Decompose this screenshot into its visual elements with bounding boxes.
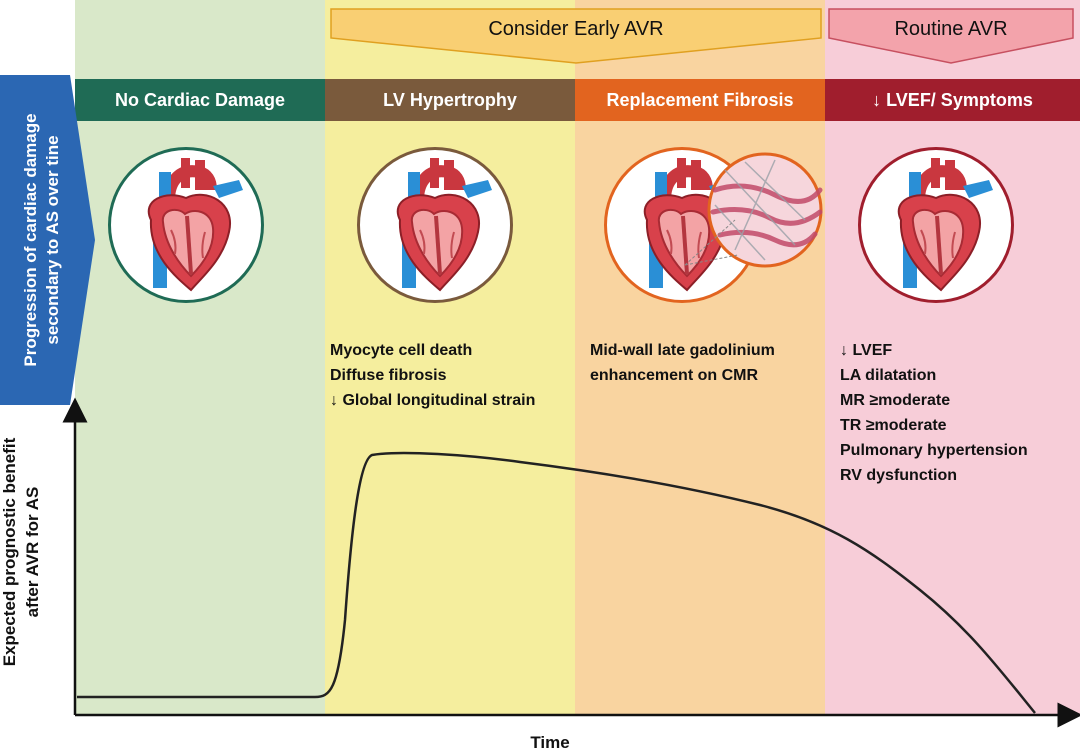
fibrosis-magnified-inset [707,152,823,268]
y-axis-label: Expected prognostic benefit after AVR fo… [0,387,46,717]
stage-label-replacement-fibrosis: Replacement Fibrosis [575,79,825,121]
note-item: Pulmonary hypertension [840,442,1028,459]
stage-label-lv-hypertrophy: LV Hypertrophy [325,79,575,121]
stage-label-no-damage: No Cardiac Damage [75,79,325,121]
y-axis-label-line1: Expected prognostic benefit [0,437,19,667]
heart-hypertrophy-image [357,147,513,303]
note-item: MR ≥moderate [840,392,951,409]
note-item: ↓ Global longitudinal strain [330,392,536,409]
note-item: LA dilatation [840,367,937,384]
consider-early-avr-label: Consider Early AVR [488,18,664,40]
note-item: Mid-wall late gadolinium [590,342,775,359]
note-item: enhancement on CMR [590,367,759,384]
heart-fibrosis-image [604,147,760,303]
banner-arrow-shape [828,8,1074,64]
x-axis-label: Time [530,733,570,752]
replacement-fibrosis-notes: Mid-wall late gadolinium enhancement on … [590,338,775,388]
progression-label-line1: Progression of cardiac damage [21,113,40,367]
note-item: RV dysfunction [840,467,958,484]
heart-dysfunction-image [858,147,1014,303]
progression-label-line2: secondary to AS over tine [43,135,62,345]
y-axis-label-line2: after AVR for AS [23,486,42,618]
lv-hypertrophy-notes: Myocyte cell death Diffuse fibrosis ↓ Gl… [330,338,535,413]
note-item: Diffuse fibrosis [330,367,447,384]
lvef-symptoms-notes: ↓ LVEF LA dilatation MR ≥moderate TR ≥mo… [840,338,1028,488]
heart-normal-image [108,147,264,303]
inset-connector-lines [684,219,739,266]
note-item: ↓ LVEF [840,342,893,359]
progression-label: Progression of cardiac damage secondary … [20,75,64,405]
banner-arrow-shape [330,8,822,64]
progression-arrow [0,75,95,405]
routine-avr-banner: Routine AVR [828,8,1074,64]
routine-avr-label: Routine AVR [894,18,1008,40]
note-item: TR ≥moderate [840,417,947,434]
stage-label-lvef-symptoms: ↓ LVEF/ Symptoms [825,79,1080,121]
consider-early-avr-banner: Consider Early AVR [330,8,822,64]
note-item: Myocyte cell death [330,342,473,359]
